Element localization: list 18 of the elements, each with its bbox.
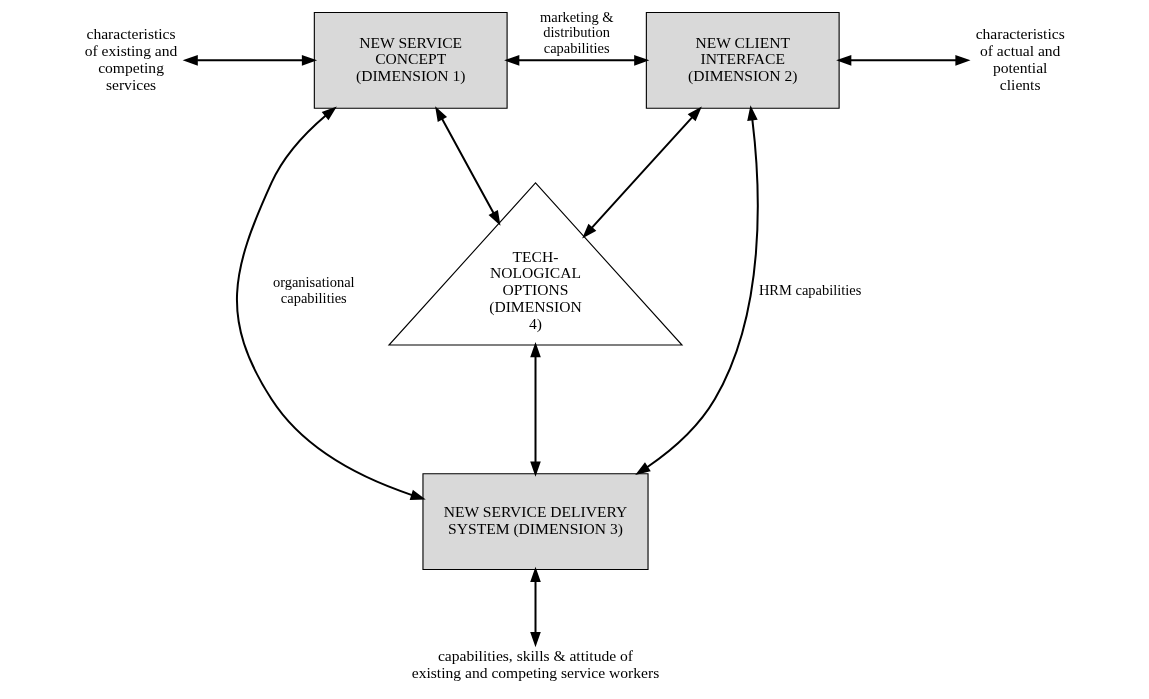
edge-label: HRM capabilities xyxy=(758,281,862,298)
arrow xyxy=(504,55,650,66)
arrow xyxy=(530,566,541,648)
node-text: capabilities, skills & attitude of existing and competing service workers xyxy=(411,647,660,681)
arrow xyxy=(635,105,759,476)
node-box: NEW SERVICE CONCEPT (DIMENSION 1) xyxy=(313,11,508,109)
edge-label: organisational capabilities xyxy=(272,273,355,306)
arrow xyxy=(582,106,702,239)
edge-label: marketing & distribution capabilities xyxy=(539,8,614,57)
arrow xyxy=(836,55,971,66)
arrow xyxy=(236,106,426,500)
arrow xyxy=(435,106,501,226)
node-box: NEW SERVICE DELIVERY SYSTEM (DIMENSION 3) xyxy=(422,473,649,571)
node-text: characteristics of existing and competing services xyxy=(84,25,178,93)
node-box: NEW CLIENT INTERFACE (DIMENSION 2) xyxy=(645,11,840,109)
arrow xyxy=(530,342,541,477)
arrow xyxy=(182,55,318,66)
node-text: characteristics of actual and potential clients xyxy=(975,25,1065,93)
